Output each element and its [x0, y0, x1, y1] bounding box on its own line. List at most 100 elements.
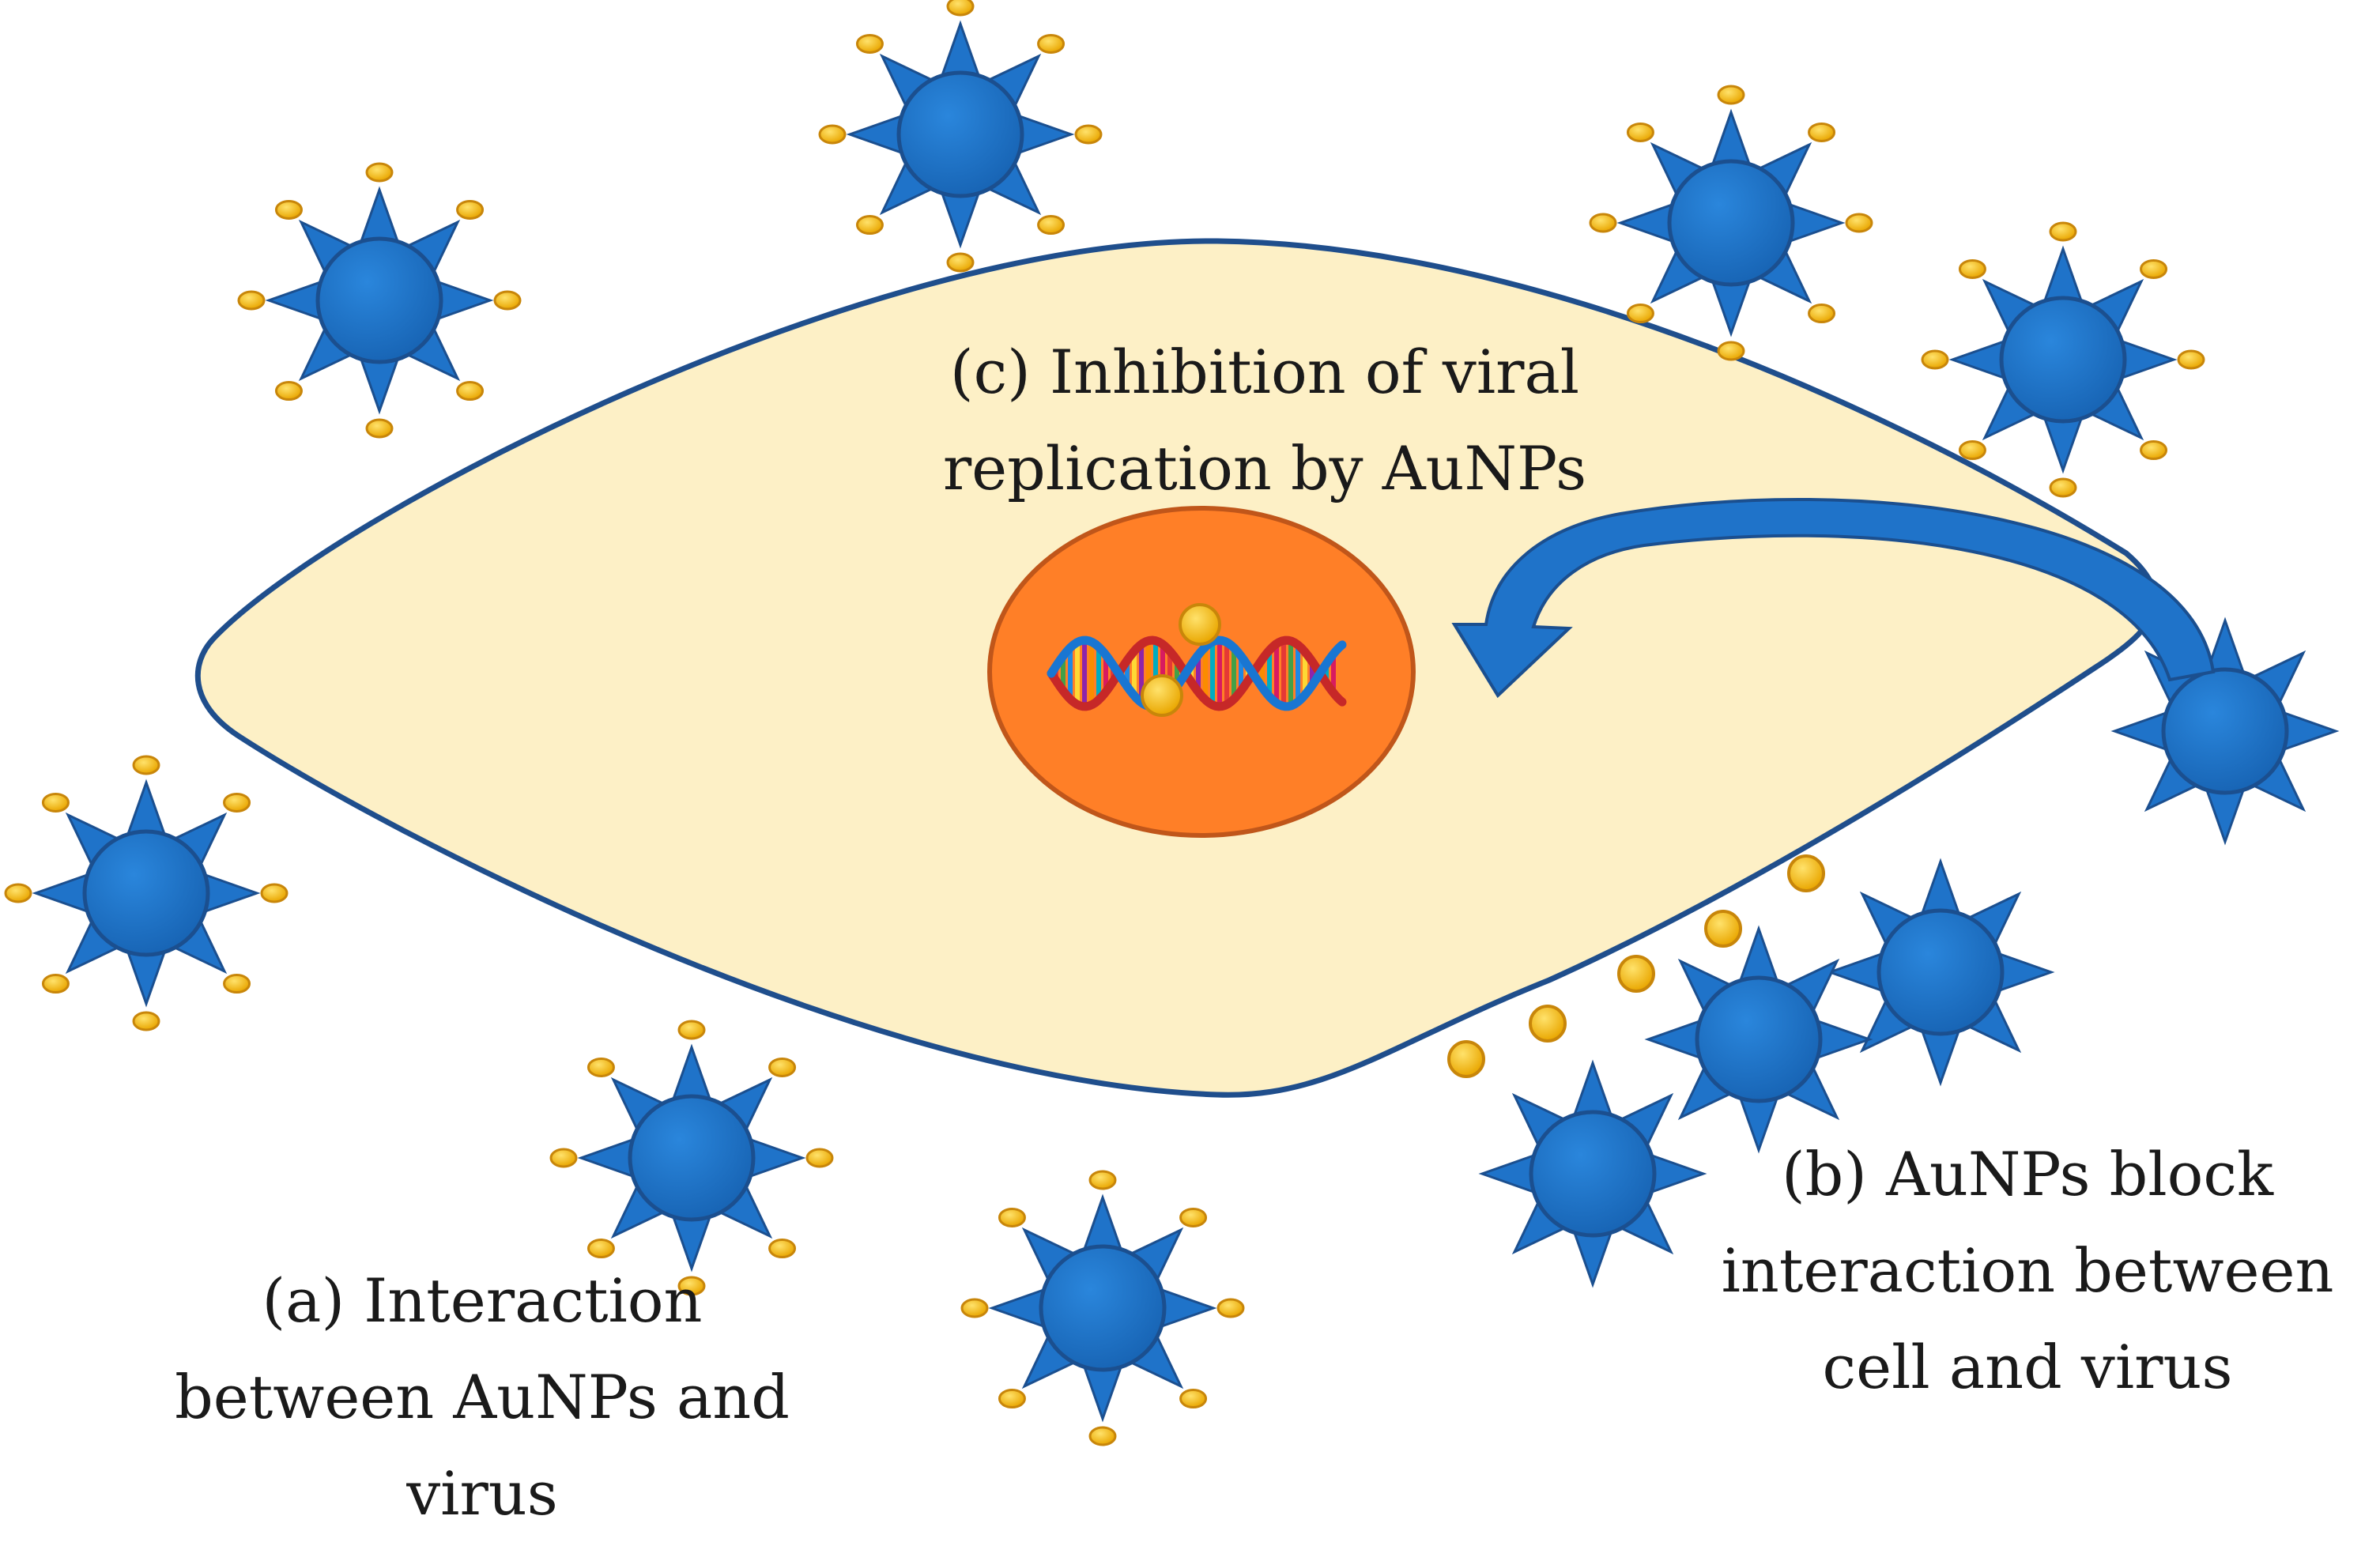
- aunp-dot: [1037, 33, 1066, 54]
- label-b-line-3: cell and virus: [1822, 1332, 2233, 1402]
- aunp-dot: [1037, 215, 1066, 236]
- aunp-dot: [677, 1276, 706, 1296]
- aunp-dot: [237, 290, 266, 311]
- virus-spike: [265, 279, 324, 322]
- aunp-dot: [677, 1020, 706, 1040]
- virus-spike: [939, 20, 982, 79]
- aunp-dot: [1179, 603, 1221, 646]
- virus-spike: [125, 779, 168, 838]
- virus-with-aunps-icon: [960, 1170, 1245, 1446]
- aunp-dot: [365, 162, 394, 183]
- aunp-dot: [768, 1057, 797, 1077]
- aunp-dot: [1088, 1426, 1117, 1446]
- aunp-dot: [274, 199, 303, 220]
- aunp-dot: [1179, 1207, 1208, 1227]
- virus-spike: [1081, 1363, 1124, 1423]
- virus-with-aunps-icon: [549, 1020, 834, 1296]
- aunp-dot: [1626, 122, 1654, 142]
- label-a-line-2: between AuNPs and: [175, 1362, 790, 1432]
- virus-spike: [1948, 338, 2008, 381]
- virus-spike: [1016, 113, 1075, 156]
- aunp-dot: [587, 1057, 615, 1077]
- virus-spike: [1826, 951, 1885, 994]
- aunp-dot: [1717, 341, 1745, 361]
- virus-spike: [988, 1287, 1047, 1329]
- label-aunp-virus-interaction: (a) Interaction between AuNPs and virus: [126, 1253, 838, 1542]
- aunp-dot: [998, 1389, 1026, 1409]
- label-block-interaction: (b) AuNPs block interaction between cell…: [1703, 1126, 2352, 1416]
- cell-nucleus: [987, 506, 1416, 838]
- virus-body: [896, 70, 1024, 198]
- aunp-dot: [274, 381, 303, 402]
- virus-body: [315, 236, 443, 364]
- aunp-dot: [1808, 304, 1836, 324]
- virus-spike: [32, 872, 91, 914]
- virus-spike: [1644, 1018, 1703, 1061]
- virus-spike: [358, 356, 401, 415]
- aunp-dot: [946, 0, 975, 17]
- virus-spike: [1571, 1059, 1614, 1118]
- aunp-dot: [1958, 258, 1986, 279]
- virus-spike: [125, 948, 168, 1008]
- virus-spike: [1081, 1193, 1124, 1253]
- virus-icon: [1478, 1059, 1707, 1288]
- dna-strand: [1047, 635, 1347, 711]
- label-a-line-3: virus: [406, 1458, 558, 1529]
- virus-with-aunps-icon: [237, 162, 522, 439]
- virus-spike: [577, 1137, 636, 1179]
- aunp-dot: [493, 290, 522, 311]
- virus-spike: [2110, 710, 2170, 752]
- aunp-dot: [2049, 221, 2077, 242]
- virus-with-aunps-icon: [1589, 85, 1873, 361]
- virus-body: [2161, 667, 2289, 795]
- aunp-dot: [1704, 910, 1742, 948]
- virus-spike: [1710, 108, 1752, 168]
- aunp-dot: [1787, 854, 1825, 892]
- aunp-dot: [1921, 349, 1949, 370]
- aunp-dot: [1179, 1389, 1208, 1409]
- virus-spike: [2204, 786, 2246, 846]
- aunp-dot: [456, 199, 485, 220]
- aunp-dot: [1529, 1005, 1567, 1043]
- virus-spike: [2042, 245, 2084, 304]
- dna-helix-icon: [1047, 635, 1347, 711]
- aunp-dot: [946, 252, 975, 273]
- virus-spike: [1919, 1028, 1962, 1087]
- virus-spike: [1648, 1152, 1707, 1195]
- curved-arrow-icon: [1451, 498, 2216, 699]
- aunp-dot: [4, 883, 32, 903]
- virus-icon: [1644, 925, 1873, 1154]
- virus-spike: [358, 186, 401, 245]
- aunp-dot: [41, 792, 70, 813]
- aunp-dot: [855, 215, 884, 236]
- aunp-dot: [456, 381, 485, 402]
- virus-body: [1999, 296, 2127, 424]
- virus-with-aunps-icon: [4, 755, 289, 1031]
- virus-body: [1667, 159, 1795, 287]
- aunp-dot: [805, 1148, 834, 1168]
- label-b-line-1: (b) AuNPs block: [1781, 1139, 2274, 1209]
- aunp-dot: [1626, 304, 1654, 324]
- virus-icon: [1826, 858, 2055, 1087]
- aunp-dot: [1808, 122, 1836, 142]
- aunp-dot: [1589, 213, 1617, 233]
- virus-spike: [670, 1043, 713, 1103]
- label-c-line-1: (c) Inhibition of viral: [949, 337, 1580, 407]
- aunp-dot: [1074, 124, 1103, 145]
- virus-spike: [202, 872, 261, 914]
- virus-spike: [1478, 1152, 1537, 1195]
- virus-body: [1876, 908, 2005, 1036]
- aunp-dot: [223, 974, 251, 994]
- virus-spike: [747, 1137, 806, 1179]
- virus-spike: [1158, 1287, 1217, 1329]
- label-a-line-1: (a) Interaction: [262, 1265, 703, 1336]
- virus-spike: [2118, 338, 2178, 381]
- dna-strand: [1047, 635, 1347, 711]
- aunp-dot: [132, 755, 160, 775]
- aunp-dot: [132, 1011, 160, 1031]
- aunp-dot: [1447, 1040, 1485, 1078]
- aunp-dot: [2140, 440, 2168, 461]
- aunp-dot: [223, 792, 251, 813]
- aunp-dot: [2049, 477, 2077, 498]
